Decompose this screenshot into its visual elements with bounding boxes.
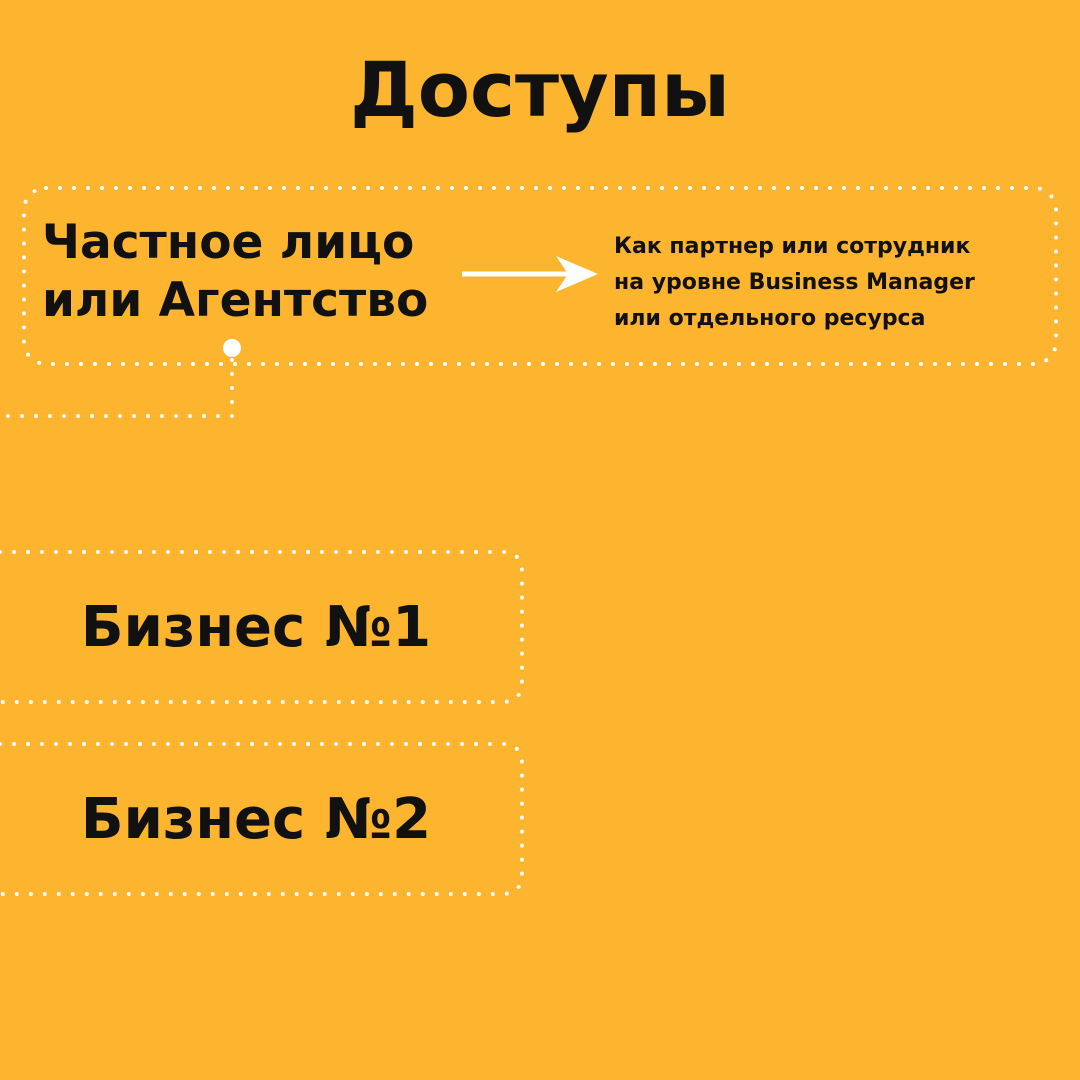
arrow-icon — [462, 256, 598, 292]
page-title: Доступы — [350, 45, 730, 134]
entity-label: Частное лицо или Агентство — [42, 214, 462, 330]
access-note-line-2: на уровне Business Manager — [614, 270, 975, 295]
business-1-label: Бизнес №1 — [80, 595, 432, 660]
connector-node — [223, 339, 241, 357]
entity-label-line-1: Частное лицо — [42, 215, 415, 270]
access-note-line-1: Как партнер или сотрудник — [614, 234, 971, 259]
business-2-label: Бизнес №2 — [80, 787, 432, 852]
entity-label-line-2: или Агентство — [42, 273, 429, 328]
access-note: Как партнер или сотрудник на уровне Busi… — [614, 229, 1044, 337]
entity-connector — [0, 358, 234, 418]
access-note-line-3: или отдельного ресурса — [614, 306, 926, 331]
